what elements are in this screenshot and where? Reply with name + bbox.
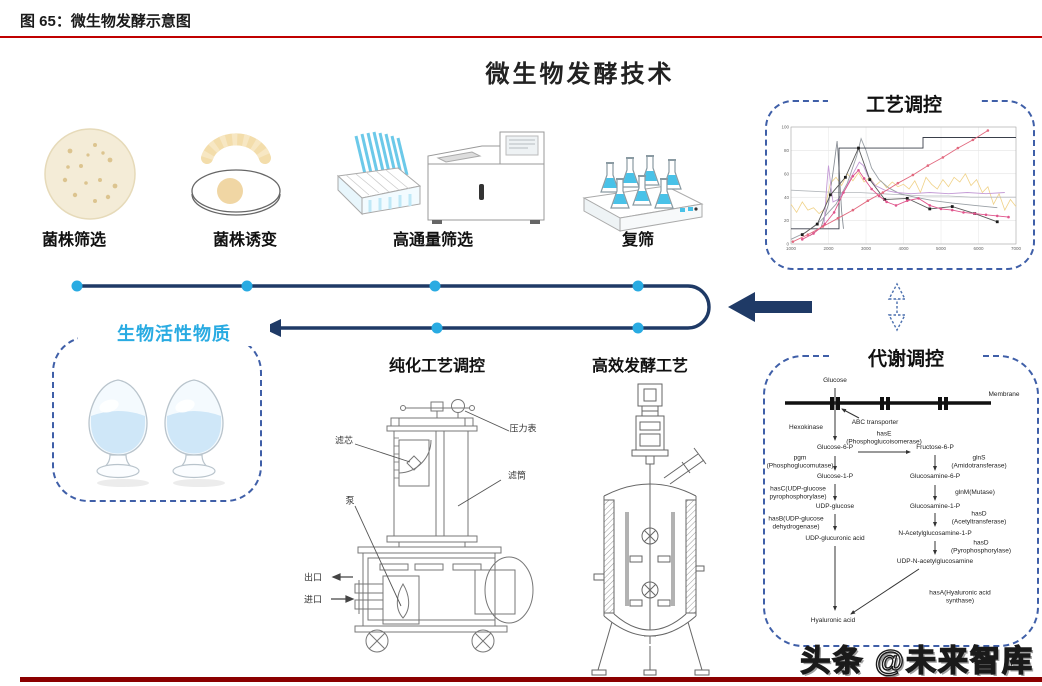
svg-text:4000: 4000 bbox=[898, 246, 909, 251]
svg-text:100: 100 bbox=[781, 125, 789, 130]
strain-mutagenesis-icon bbox=[191, 133, 281, 216]
feedback-left-arrow bbox=[728, 292, 812, 322]
watermark: 头条 @未来智库 bbox=[800, 644, 1034, 678]
met-enzyme-hasE: hasE (Phosphoglucoisomerase) bbox=[846, 430, 922, 446]
metabolic-title: 代谢调控 bbox=[830, 344, 982, 371]
purif-label-pump: 泵 bbox=[345, 495, 355, 506]
strain-screening-icon bbox=[44, 128, 136, 220]
met-enzyme-hasD-pyro: hasD (Pyrophosphorylase) bbox=[951, 539, 1011, 555]
rescreening-shaker-icon bbox=[582, 155, 704, 232]
met-enzyme-glnS: glnS (Amidotransferase) bbox=[951, 454, 1007, 470]
svg-text:5000: 5000 bbox=[936, 246, 947, 251]
met-node-nag1p: N-Acetylglucosamine-1-P bbox=[898, 529, 972, 537]
met-node-f6p: Fructose-6-P bbox=[916, 443, 954, 451]
met-label-membrane: Membrane bbox=[988, 390, 1020, 398]
svg-text:80: 80 bbox=[784, 148, 790, 153]
bioactive-label: 生物活性物质 bbox=[78, 320, 270, 346]
membrane-transporters bbox=[830, 397, 948, 410]
svg-text:3000: 3000 bbox=[861, 246, 872, 251]
fermenter-drawing bbox=[591, 383, 710, 676]
svg-text:6000: 6000 bbox=[973, 246, 984, 251]
met-enzyme-pgm: pgm (Phosphoglucomutase) bbox=[766, 454, 834, 470]
figure-caption: 图 65：微生物发酵示意图 bbox=[20, 13, 191, 30]
purif-label-filter-cylinder: 滤筒 bbox=[507, 470, 527, 481]
purif-label-inlet: 进口 bbox=[303, 594, 323, 605]
metabolic-pathway: Glucose Membrane ABC transporter Hexokin… bbox=[763, 355, 1035, 643]
svg-text:40: 40 bbox=[784, 195, 790, 200]
high-throughput-screening-icon bbox=[336, 131, 545, 224]
dashed-double-arrow-icon bbox=[887, 282, 907, 332]
process-control-chart: 0 20 40 60 80 100 1000 2000 3000 4000 5000 6000 7000 bbox=[781, 125, 1022, 251]
bottle-icons bbox=[88, 379, 226, 488]
met-label-abc: ABC transporter bbox=[851, 418, 899, 426]
met-node-udp-nag: UDP-N-acetylglucosamine bbox=[896, 557, 974, 565]
met-enzyme-hasD-acetyl: hasD (Acetyltransferase) bbox=[951, 510, 1007, 526]
bottom-bar bbox=[20, 677, 1042, 682]
purif-label-pressure-gauge: 压力表 bbox=[509, 423, 537, 434]
svg-text:1000: 1000 bbox=[786, 246, 797, 251]
step-label-strain-mutagenesis: 菌株诱变 bbox=[212, 232, 277, 249]
met-node-udp-glucuronic: UDP-glucuronic acid bbox=[805, 534, 865, 542]
svg-text:20: 20 bbox=[784, 218, 790, 223]
svg-text:60: 60 bbox=[784, 171, 790, 176]
met-enzyme-hasA: hasA(Hyaluronic acid synthase) bbox=[929, 589, 991, 605]
step-label-strain-screening: 菌株筛选 bbox=[41, 232, 106, 249]
svg-text:2000: 2000 bbox=[823, 246, 834, 251]
svg-text:7000: 7000 bbox=[1011, 246, 1022, 251]
met-enzyme-glnM: glnM(Mutase) bbox=[955, 488, 995, 496]
met-enzyme-hasB: hasB(UDP-glucose dehydrogenase) bbox=[768, 515, 824, 531]
met-enzyme-hexokinase: Hexokinase bbox=[789, 423, 823, 431]
svg-text:0: 0 bbox=[786, 242, 789, 247]
bioactive-box bbox=[52, 336, 262, 502]
diagram-title: 微生物发酵技术 bbox=[485, 61, 675, 88]
met-node-hyaluronic: Hyaluronic acid bbox=[810, 616, 856, 624]
step-label-high-throughput: 高通量筛选 bbox=[392, 232, 473, 249]
met-enzyme-hasC: hasC(UDP-glucose pyrophosphorylase) bbox=[769, 485, 827, 501]
process-control-title: 工艺调控 bbox=[828, 90, 980, 117]
caption-rule bbox=[0, 36, 1042, 38]
step-label-rescreening: 复筛 bbox=[621, 232, 654, 249]
process-control-box bbox=[765, 100, 1035, 270]
purification-drawing: 滤芯 压力表 滤筒 泵 出口 进口 bbox=[295, 378, 567, 670]
purif-label-outlet: 出口 bbox=[303, 572, 323, 583]
step-label-fermentation: 高效发酵工艺 bbox=[591, 358, 688, 375]
met-node-g6p: Glucose-6-P bbox=[816, 443, 854, 451]
met-node-glcn1p: Glucosamine-1-P bbox=[909, 502, 961, 510]
met-node-glucose: Glucose bbox=[823, 376, 847, 384]
met-node-g1p: Glucose-1-P bbox=[816, 472, 854, 480]
purif-label-filter-core: 滤芯 bbox=[334, 435, 354, 446]
met-node-glcn6p: Glucosamine-6-P bbox=[909, 472, 961, 480]
step-label-purification: 纯化工艺调控 bbox=[388, 358, 485, 375]
met-node-udp-glucose: UDP-glucose bbox=[815, 502, 855, 510]
